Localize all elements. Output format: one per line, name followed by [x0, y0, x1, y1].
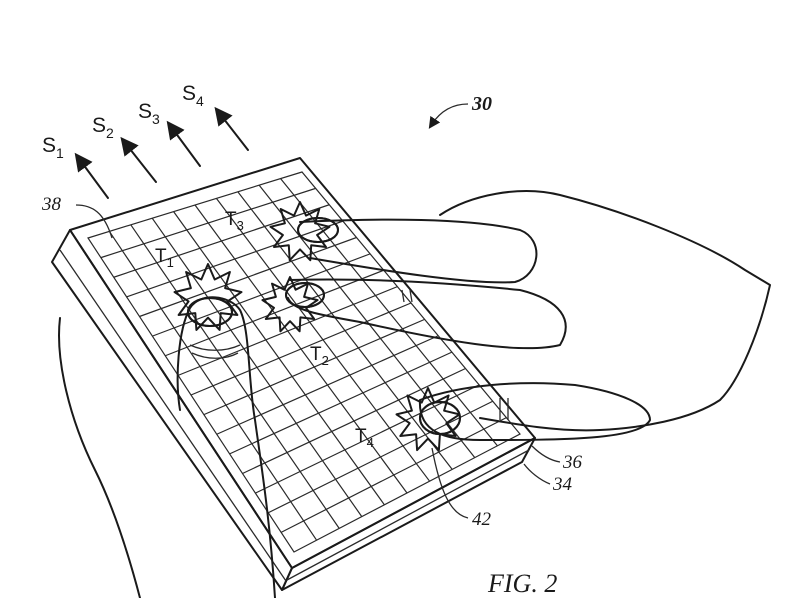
left-thumb-outline — [176, 296, 276, 598]
signal-arrow-s2 — [120, 136, 157, 183]
middle-finger — [287, 278, 567, 350]
signal-label-s3: S3 — [138, 100, 160, 127]
touch-burst-t2 — [261, 276, 319, 333]
index-fingernail — [297, 217, 339, 243]
knuckle-mark — [499, 398, 509, 420]
signal-label-s2: S2 — [92, 114, 114, 141]
ref-layer-top-number: 36 — [562, 452, 583, 473]
grid-line — [229, 351, 453, 455]
device-layer-line — [286, 449, 530, 581]
signal-arrow-s1 — [74, 152, 109, 199]
grid-border — [87, 171, 521, 553]
left-palm-outline — [58, 317, 141, 598]
grid-line — [100, 187, 316, 259]
ref-layer-bottom-number: 34 — [552, 474, 573, 495]
grid-line — [126, 220, 344, 298]
grid-line — [165, 269, 384, 357]
figure-caption: FIG. 2 — [487, 569, 557, 598]
device-front-side — [281, 437, 536, 591]
ref-touch-lead-number: 42 — [472, 509, 492, 530]
device-top-surface — [69, 157, 536, 569]
touch-points — [173, 201, 461, 452]
signal-arrow-s3 — [166, 120, 201, 167]
signal-label-s1: S1 — [42, 134, 64, 161]
ref-layer-bottom-leader — [523, 463, 551, 485]
knuckle-mark — [401, 289, 413, 303]
touch-burst-t3 — [269, 201, 331, 262]
device-layer-line — [59, 249, 287, 582]
grid-line — [139, 236, 357, 318]
touch-label-t4: T4 — [355, 426, 374, 450]
grid-line — [242, 367, 466, 475]
index-finger — [299, 218, 538, 284]
ref-device-leader — [428, 103, 469, 129]
middle-fingernail — [285, 282, 325, 308]
thumb-crease — [191, 352, 239, 359]
ref-layer-top-leader — [531, 445, 561, 463]
touch-device — [51, 157, 536, 591]
grid-line — [203, 318, 425, 416]
sensor-grid — [87, 171, 521, 553]
signal-label-s4: S4 — [182, 82, 204, 109]
signal-arrow-s4 — [214, 106, 249, 151]
grid-line — [177, 286, 398, 376]
grid-line — [152, 253, 371, 337]
touch-burst-t4 — [395, 387, 461, 452]
ring-fingernail — [419, 401, 461, 435]
touch-label-t1: T1 — [155, 246, 174, 270]
ref-touch-lead-leader — [431, 447, 469, 519]
signal-arrows — [74, 106, 249, 199]
ref-device-number: 30 — [471, 93, 492, 115]
grid-line — [267, 400, 494, 514]
touch-label-t2: T2 — [310, 344, 329, 368]
thumbnail — [187, 297, 233, 327]
grid-line — [113, 204, 330, 278]
right-hand-back — [439, 190, 771, 432]
touch-burst-t1 — [173, 263, 243, 331]
ring-finger — [418, 382, 651, 441]
ref-surface-leader — [75, 204, 113, 239]
touch-label-t3: T3 — [225, 209, 244, 233]
grid-line — [280, 417, 507, 533]
grid-line — [190, 302, 412, 396]
thumb-crease — [189, 344, 241, 351]
ref-surface-number: 38 — [41, 194, 62, 215]
